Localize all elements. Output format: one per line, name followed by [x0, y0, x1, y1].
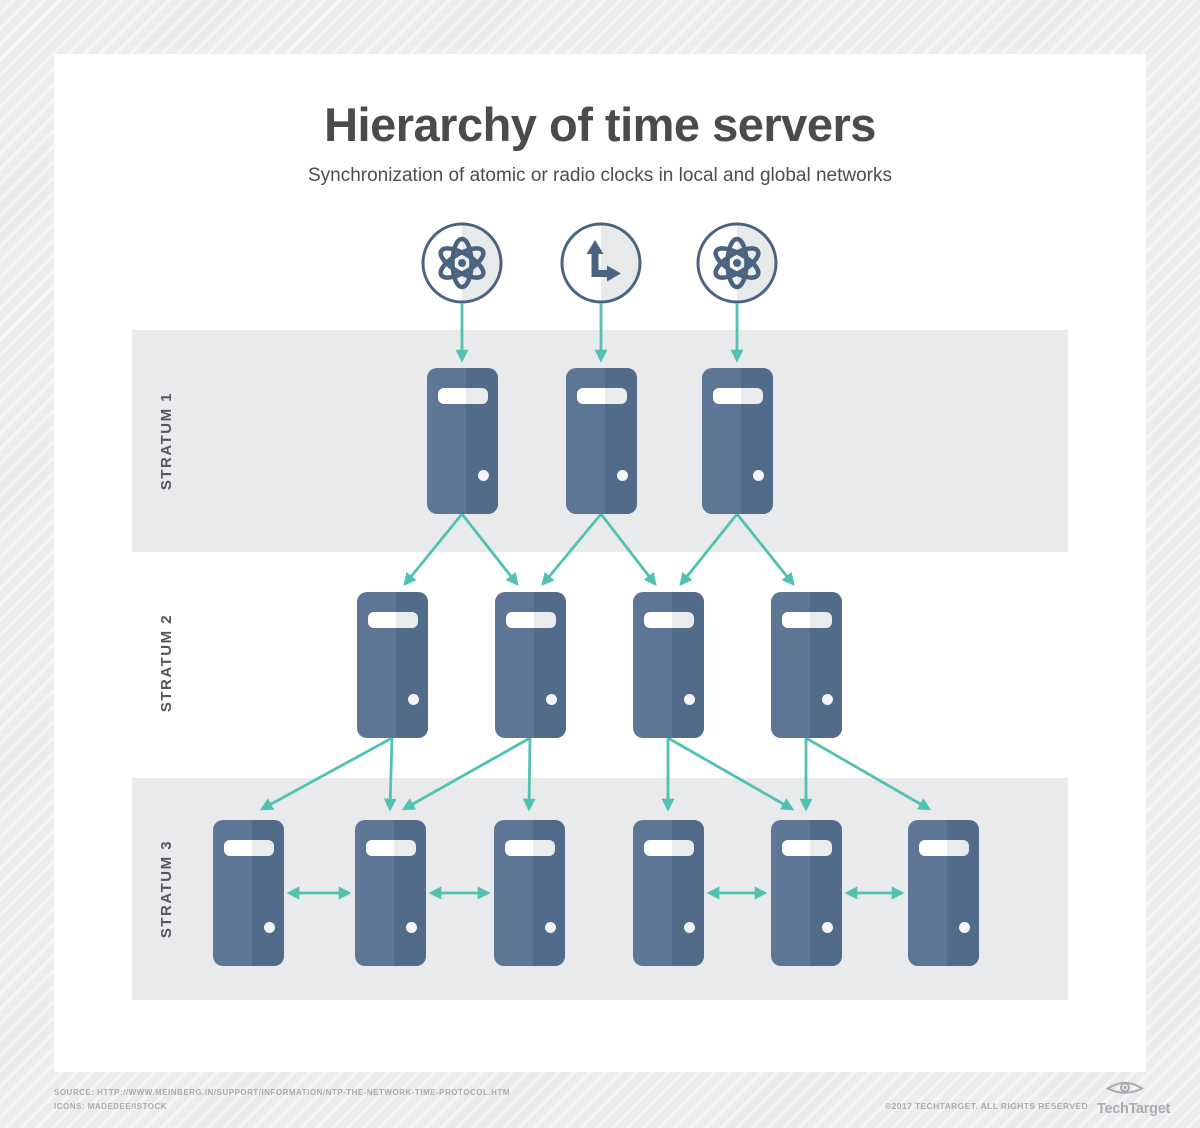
server-stratum-3 — [632, 820, 704, 966]
server-vent-slot — [505, 612, 556, 628]
footer-icons-line: ICONS: MADEDEE/ISTOCK — [54, 1102, 168, 1111]
server-stratum-3 — [493, 820, 565, 966]
server-led — [683, 922, 695, 933]
server-vent-slot — [781, 612, 832, 628]
footer-source: SOURCE: HTTP://WWW.MEINBERG.IN/SUPPORT/I… — [54, 1086, 510, 1114]
server-stratum-2 — [770, 592, 842, 738]
server-vent-slot — [643, 612, 694, 628]
server-vent-slot — [365, 840, 416, 856]
server-led — [683, 694, 695, 705]
server-vent-slot — [918, 840, 969, 856]
footer-copyright: ©2017 TECHTARGET. ALL RIGHTS RESERVED — [884, 1101, 1088, 1111]
server-vent-slot — [367, 612, 418, 628]
atomic-clock-icon — [421, 222, 503, 304]
server-led — [405, 922, 417, 933]
server-led — [958, 922, 970, 933]
techtarget-wordmark: TechTarget — [1097, 1101, 1171, 1117]
server-stratum-1 — [565, 368, 637, 514]
server-stratum-2 — [356, 592, 428, 738]
server-led — [616, 470, 628, 481]
server-led — [544, 922, 556, 933]
footer-source-line: SOURCE: HTTP://WWW.MEINBERG.IN/SUPPORT/I… — [54, 1088, 510, 1097]
page-subtitle: Synchronization of atomic or radio clock… — [307, 165, 893, 186]
server-vent-slot — [504, 840, 555, 856]
server-stratum-2 — [494, 592, 566, 738]
server-stratum-1 — [426, 368, 498, 514]
techtarget-logo: TechTarget — [1097, 1080, 1171, 1117]
atomic-clock-icon — [696, 222, 778, 304]
server-stratum-2 — [632, 592, 704, 738]
server-vent-slot — [712, 388, 763, 404]
server-vent-slot — [781, 840, 832, 856]
server-led — [407, 694, 419, 705]
server-vent-slot — [643, 840, 694, 856]
server-vent-slot — [576, 388, 627, 404]
server-stratum-1 — [701, 368, 773, 514]
server-led — [263, 922, 275, 933]
server-led — [477, 470, 489, 481]
server-vent-slot — [437, 388, 488, 404]
server-led — [545, 694, 557, 705]
server-stratum-3 — [354, 820, 426, 966]
server-led — [821, 922, 833, 933]
server-led — [752, 470, 764, 481]
page-title: Hierarchy of time servers — [324, 98, 876, 151]
eye-icon — [1106, 1081, 1144, 1094]
server-vent-slot — [223, 840, 274, 856]
radio-clock-icon — [560, 222, 642, 304]
server-stratum-3 — [907, 820, 979, 966]
server-led — [821, 694, 833, 705]
server-stratum-3 — [770, 820, 842, 966]
server-stratum-3 — [212, 820, 284, 966]
